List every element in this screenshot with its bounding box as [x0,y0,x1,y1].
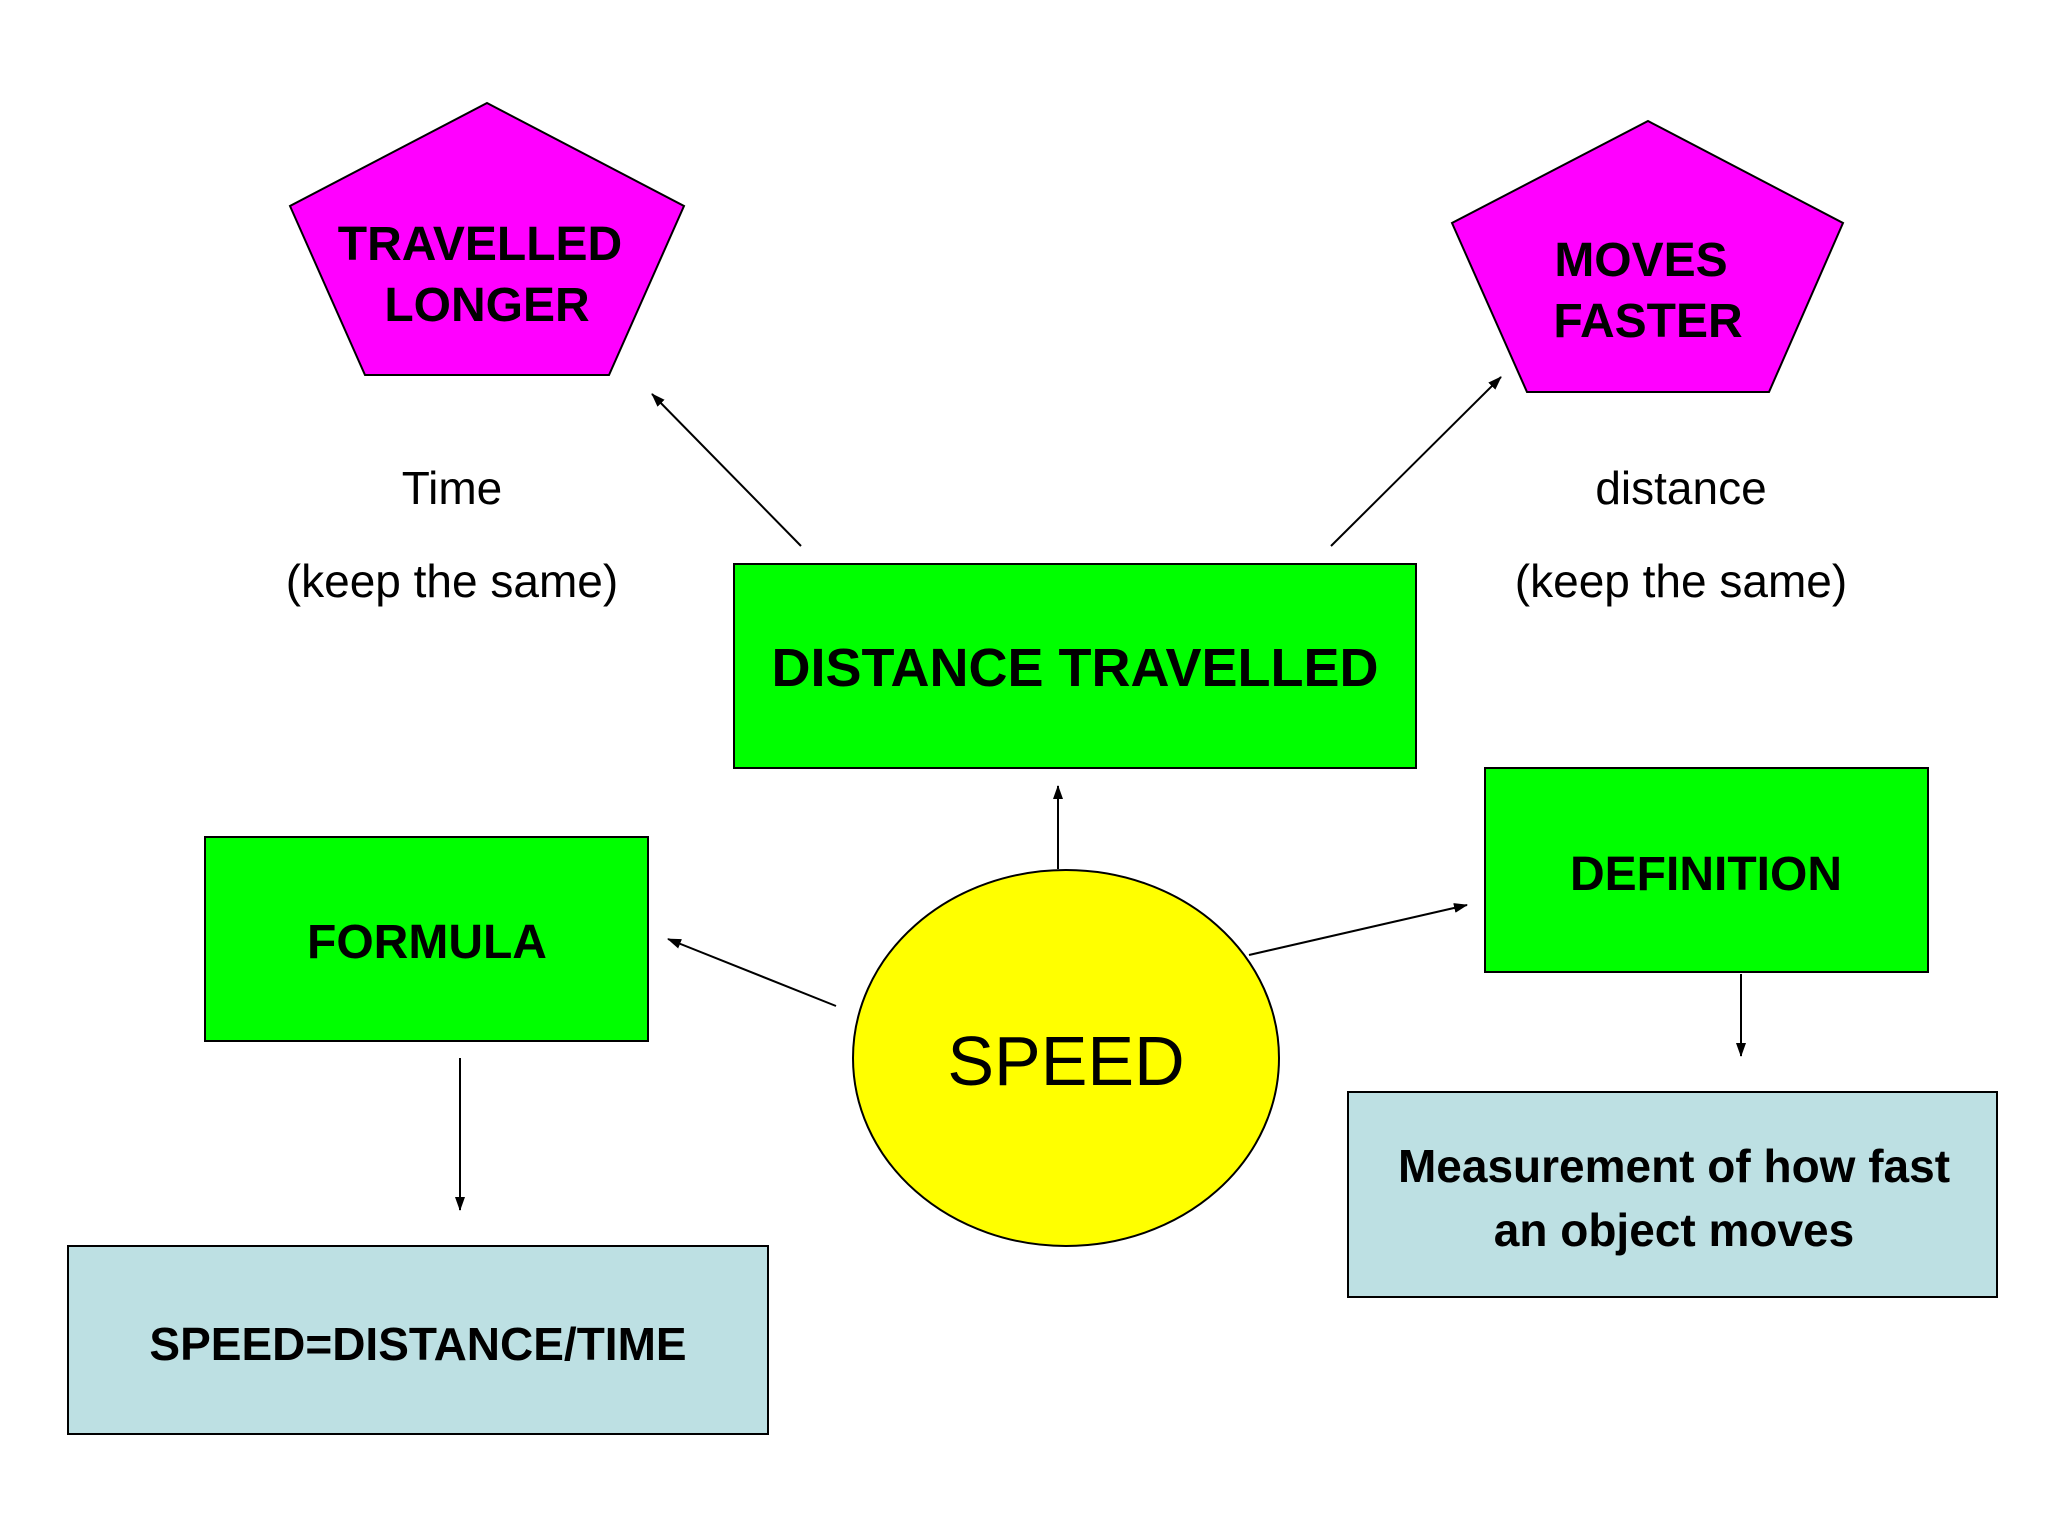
moves-faster-label-line2: FASTER [1553,295,1742,348]
travelled-longer-label-line1: TRAVELLED [338,218,622,271]
arrow-to-moves-faster [1330,376,1502,547]
arrow-to-travelled-longer [651,393,802,547]
formula-label: FORMULA [307,916,547,969]
definition-value-line2: an object moves [1494,1204,1854,1256]
arrow-speed-to-formula [667,938,837,1007]
time-note-line1: Time [402,462,503,514]
definition-label: DEFINITION [1570,848,1842,901]
distance-travelled-box: DISTANCE TRAVELLED [733,563,1417,769]
distance-note-line1: distance [1595,462,1766,514]
moves-faster-pentagon: MOVES FASTER [1450,119,1845,393]
formula-value-box: SPEED=DISTANCE/TIME [67,1245,769,1435]
moves-faster-label-line1: MOVES [1554,234,1727,287]
distance-travelled-label: DISTANCE TRAVELLED [772,638,1379,698]
formula-value-label: SPEED=DISTANCE/TIME [149,1318,686,1370]
speed-label: SPEED [947,1022,1184,1100]
travelled-longer-pentagon: TRAVELLED LONGER [288,101,686,376]
travelled-longer-label-line2: LONGER [384,279,589,332]
speed-center-node: SPEED [852,869,1280,1247]
distance-note-line2: (keep the same) [1515,555,1847,607]
formula-box: FORMULA [204,836,649,1042]
definition-value-line1: Measurement of how fast [1398,1140,1950,1192]
arrow-speed-to-definition [1248,903,1468,956]
time-note-line2: (keep the same) [286,555,618,607]
definition-box: DEFINITION [1484,767,1929,973]
definition-value-box: Measurement of how fast an object moves [1347,1091,1998,1298]
